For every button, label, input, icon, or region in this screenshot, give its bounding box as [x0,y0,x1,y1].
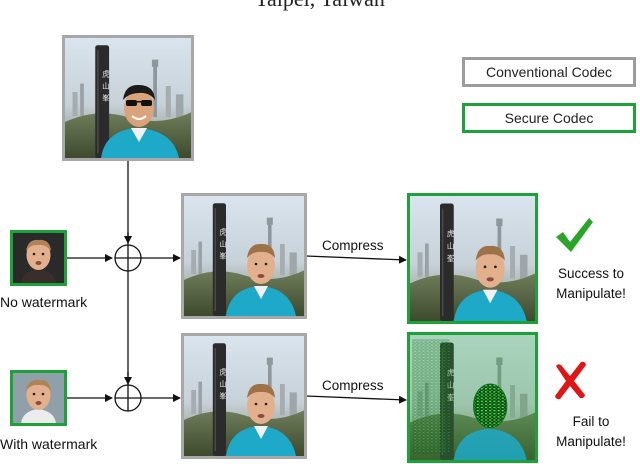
compress-label-bottom: Compress [322,378,384,393]
compressed-manipulated-image [407,193,538,324]
compress-arrow-bottom [306,396,406,400]
adder-node-bottom [115,385,141,411]
result-success-line2: Manipulate! [552,284,630,304]
face-with-watermark-image [10,370,67,426]
no-watermark-label: No watermark [0,294,87,310]
compress-label-top: Compress [322,238,384,253]
compress-arrow-top [306,256,406,260]
result-fail-line2: Manipulate! [552,432,630,452]
original-selfie-image [62,35,194,161]
result-success-text: Success to Manipulate! [552,264,630,304]
swapped-image-with-watermark [181,333,307,459]
compressed-failed-image [407,332,538,463]
swapped-image-no-watermark [181,193,307,319]
adder-node-top [115,245,141,271]
with-watermark-label: With watermark [0,436,97,452]
result-success-line1: Success to [552,264,630,284]
result-fail-line1: Fail to [552,412,630,432]
result-check-icon [553,215,595,260]
result-cross-icon [552,360,588,405]
result-fail-text: Fail to Manipulate! [552,412,630,452]
face-no-watermark-image [10,230,67,286]
